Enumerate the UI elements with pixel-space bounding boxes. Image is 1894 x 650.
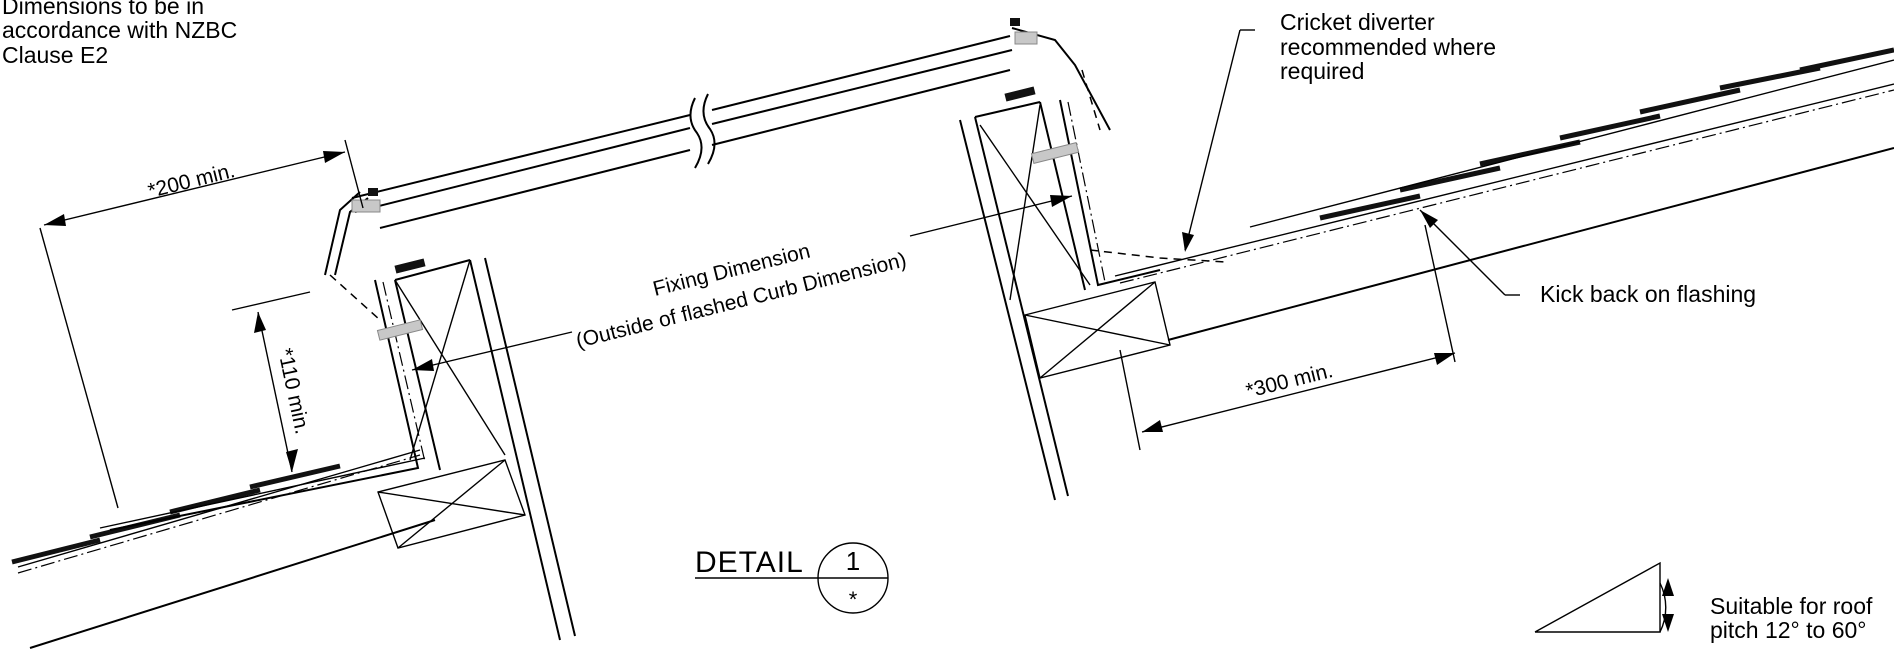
- detail-label: DETAIL: [695, 546, 804, 579]
- pitch-symbol: Suitable for roof pitch 12° to 60°: [1534, 561, 1873, 643]
- pitch-note-line-1: Suitable for roof: [1710, 593, 1873, 619]
- detail-marker: DETAIL 1 *: [695, 542, 889, 614]
- dimension-note: Dimensions to be in accordance with NZBC…: [2, 0, 237, 68]
- dimension-note-line-2: accordance with NZBC: [2, 17, 237, 43]
- fixing-dimension: Fixing Dimension (Outside of flashed Cur…: [411, 195, 1073, 371]
- detail-sheet: *: [849, 587, 858, 612]
- right-roof: [1114, 47, 1894, 341]
- cricket-note: Cricket diverter recommended where requi…: [1280, 9, 1496, 84]
- right-roof-tiles: [1249, 47, 1894, 228]
- dimension-note-line-1: Dimensions to be in: [2, 0, 204, 19]
- cricket-note-line-3: required: [1280, 58, 1364, 84]
- dimension-110-label: *110 min.: [273, 346, 314, 436]
- pitch-note-line-2: pitch 12° to 60°: [1710, 617, 1867, 643]
- right-curb: [959, 86, 1226, 501]
- kickback-note: Kick back on flashing: [1540, 281, 1756, 307]
- left-roof-tiles: [11, 457, 426, 565]
- left-curb: [109, 257, 576, 641]
- kickback-leader: [1419, 209, 1520, 296]
- dimension-300-label: *300 min.: [1244, 359, 1336, 403]
- cricket-note-line-1: Cricket diverter: [1280, 9, 1435, 35]
- dimension-110: *110 min.: [231, 291, 314, 473]
- cricket-note-line-2: recommended where: [1280, 34, 1496, 60]
- dimension-note-line-3: Clause E2: [2, 42, 108, 68]
- left-roof: [11, 449, 526, 649]
- cricket-leader: [1182, 29, 1255, 252]
- dimension-300: *300 min.: [1119, 224, 1456, 451]
- detail-number: 1: [846, 546, 860, 576]
- dimension-200: *200 min.: [39, 139, 364, 509]
- dimension-200-label: *200 min.: [146, 159, 238, 203]
